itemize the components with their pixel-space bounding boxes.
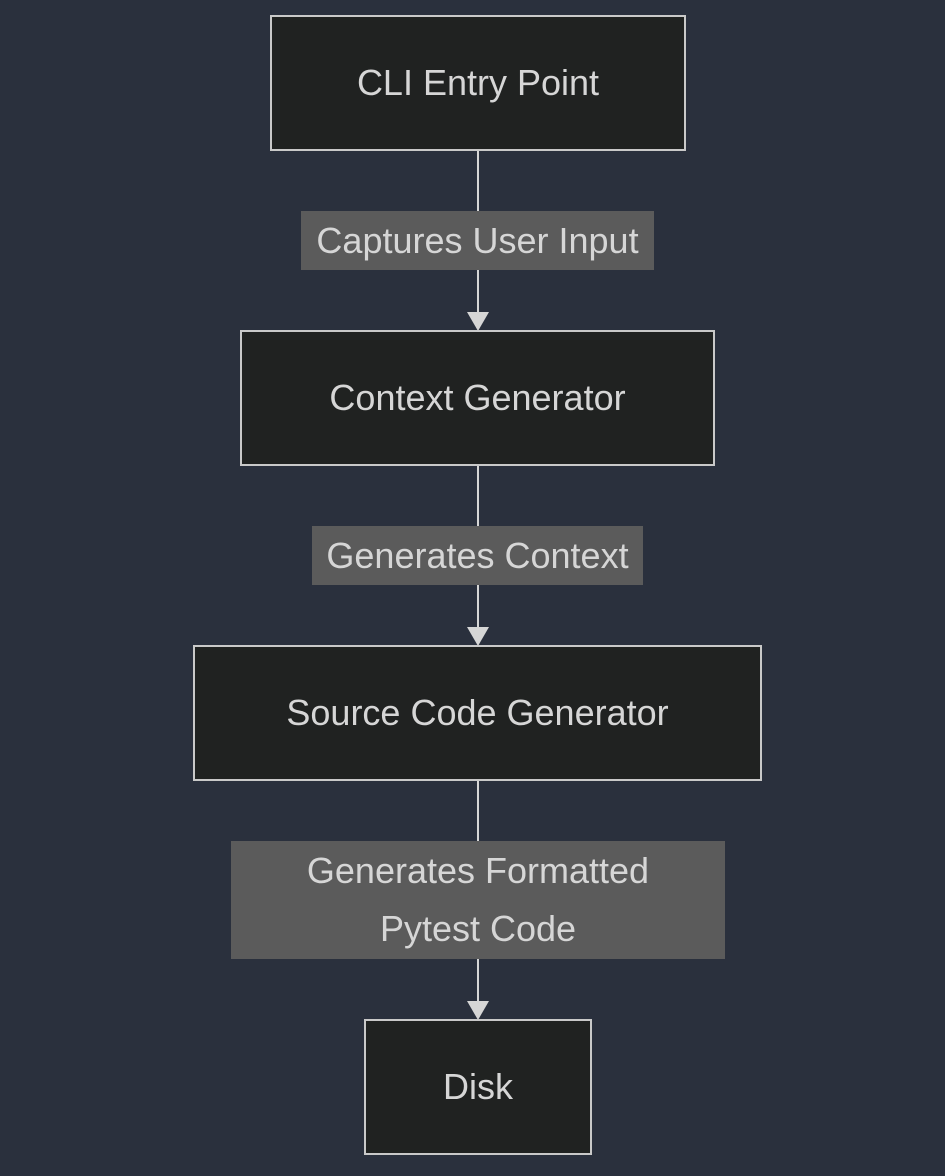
edge-label-text-line-2: Pytest Code bbox=[379, 908, 577, 949]
node-cli-entry-point: CLI Entry Point bbox=[270, 15, 686, 151]
node-label: CLI Entry Point bbox=[356, 62, 600, 103]
node-label: Disk bbox=[443, 1066, 513, 1107]
node-label: Source Code Generator bbox=[286, 692, 669, 733]
edge-label-text-line-1: Generates Formatted bbox=[306, 850, 650, 891]
edge-label-generates-context: Generates Context bbox=[312, 526, 643, 585]
edge-label-generates-formatted-pytest-code: Generates Formatted Pytest Code bbox=[231, 841, 725, 959]
edge-label-text: Captures User Input bbox=[316, 219, 639, 261]
arrowhead-icon bbox=[467, 1001, 489, 1020]
arrowhead-icon bbox=[467, 312, 489, 331]
edge-label-text: Generates Context bbox=[326, 534, 629, 576]
node-label: Context Generator bbox=[329, 377, 626, 418]
node-context-generator: Context Generator bbox=[240, 330, 715, 466]
edge-label-captures-user-input: Captures User Input bbox=[301, 211, 654, 270]
node-source-code-generator: Source Code Generator bbox=[193, 645, 762, 781]
arrowhead-icon bbox=[467, 627, 489, 646]
node-disk: Disk bbox=[364, 1019, 592, 1155]
